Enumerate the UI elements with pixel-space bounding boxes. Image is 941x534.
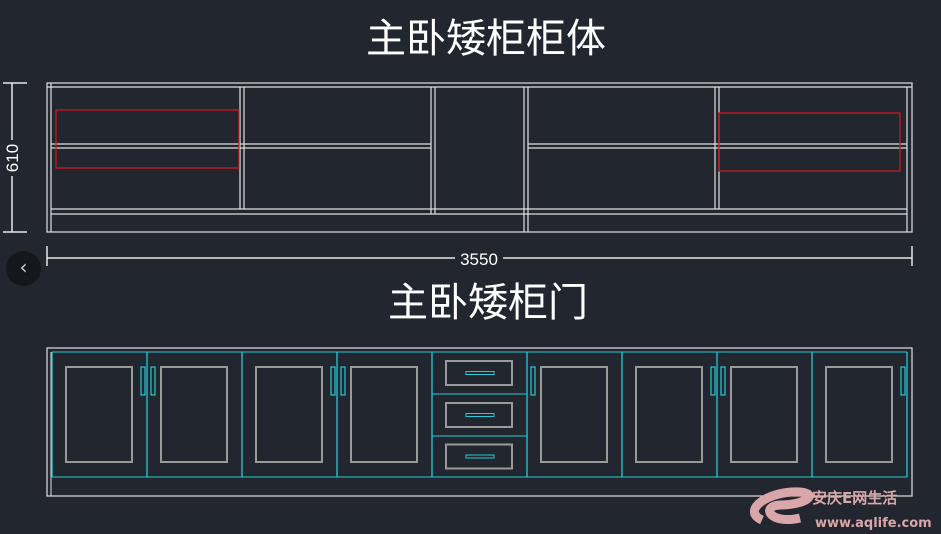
drawer-handle <box>465 371 495 375</box>
drawer-panel <box>445 402 513 428</box>
door-handle <box>530 366 536 396</box>
drawer-handle <box>465 413 495 417</box>
door-panel <box>255 366 323 463</box>
highlight-box-right <box>718 112 901 172</box>
door-panel <box>160 366 228 463</box>
door-panel <box>825 366 893 463</box>
watermark-brand: 安庆E网生活 <box>812 489 897 507</box>
drawer-panel <box>445 443 513 470</box>
watermark: 安庆E网生活 www.aqlife.com <box>750 487 932 531</box>
previous-button[interactable]: ‹ <box>6 251 41 286</box>
watermark-url: www.aqlife.com <box>815 516 932 531</box>
drawer-panel <box>445 360 513 386</box>
door-panel <box>350 366 418 463</box>
door-panel <box>635 366 703 463</box>
drawer-handle <box>465 454 495 459</box>
door-handle <box>330 366 336 396</box>
door-panel <box>730 366 798 463</box>
door-panel <box>65 366 133 463</box>
cabinet-fronts <box>46 347 913 497</box>
width-dimension-label: 3550 <box>460 250 498 269</box>
highlight-box-left <box>55 109 240 169</box>
door-handle <box>340 366 346 396</box>
height-dimension-label: 610 <box>3 144 22 172</box>
cabinet-carcass <box>46 82 913 233</box>
door-handle <box>140 366 146 396</box>
doors-title: 主卧矮柜门 <box>388 280 588 326</box>
door-handle <box>150 366 156 396</box>
door-handle <box>900 366 906 396</box>
carcass-title: 主卧矮柜柜体 <box>366 16 606 62</box>
door-handle <box>710 366 716 396</box>
door-panel <box>540 366 608 463</box>
chevron-left-icon: ‹ <box>19 255 28 279</box>
door-handle <box>720 366 726 396</box>
